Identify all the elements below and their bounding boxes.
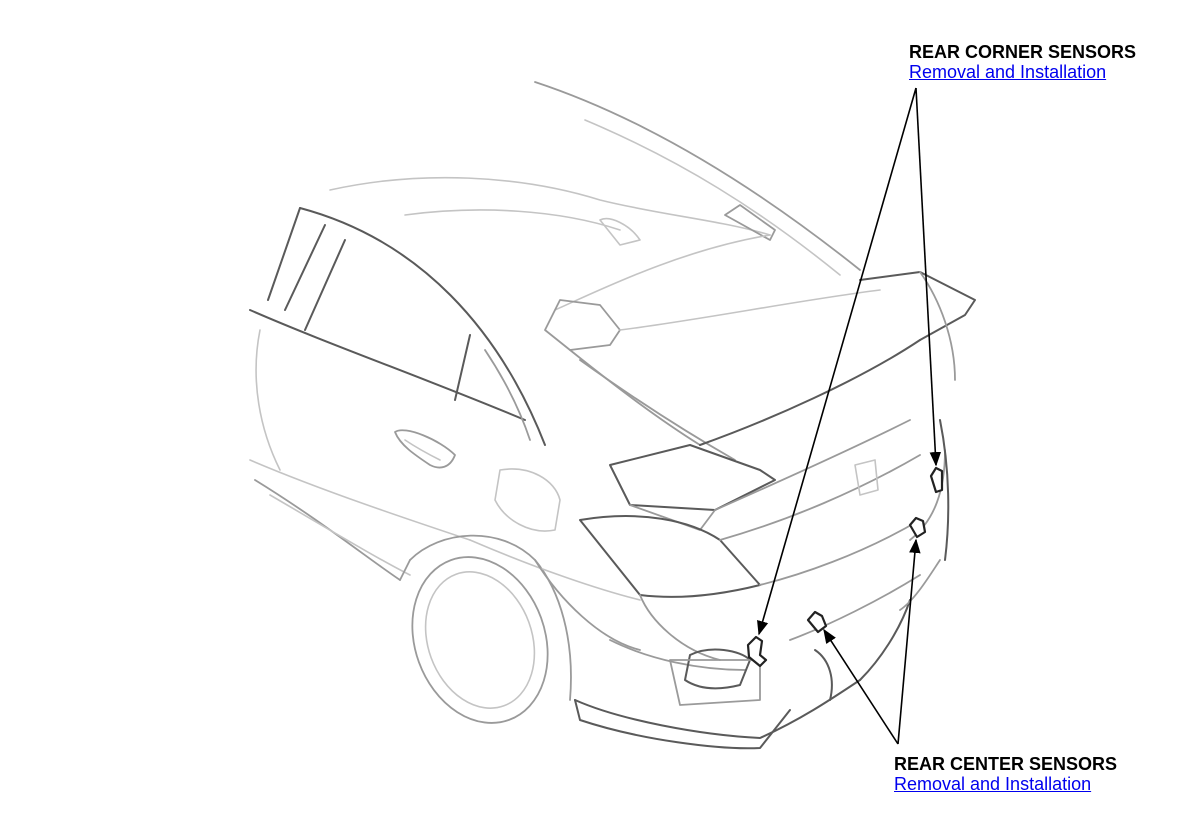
callout-rear-corner-sensors: REAR CORNER SENSORS Removal and Installa… (909, 42, 1136, 84)
rear-corner-sensors-label: REAR CORNER SENSORS (909, 42, 1137, 62)
leader-lines-corner (757, 87, 942, 636)
callout-rear-center-sensors: REAR CENTER SENSORS Removal and Installa… (894, 754, 1117, 796)
car-illustration (249, 81, 976, 750)
sensor-rear-center-left (806, 610, 828, 634)
rear-center-removal-installation-link[interactable]: Removal and Installation (894, 774, 1092, 794)
leader-lines-center (823, 538, 921, 745)
rear-center-sensors-label: REAR CENTER SENSORS (894, 754, 1118, 774)
sensor-rear-corner-left (746, 635, 768, 668)
sensor-rear-corner-right (929, 466, 944, 494)
rear-corner-removal-installation-link[interactable]: Removal and Installation (909, 62, 1107, 82)
sensor-rear-center-right (908, 516, 927, 539)
